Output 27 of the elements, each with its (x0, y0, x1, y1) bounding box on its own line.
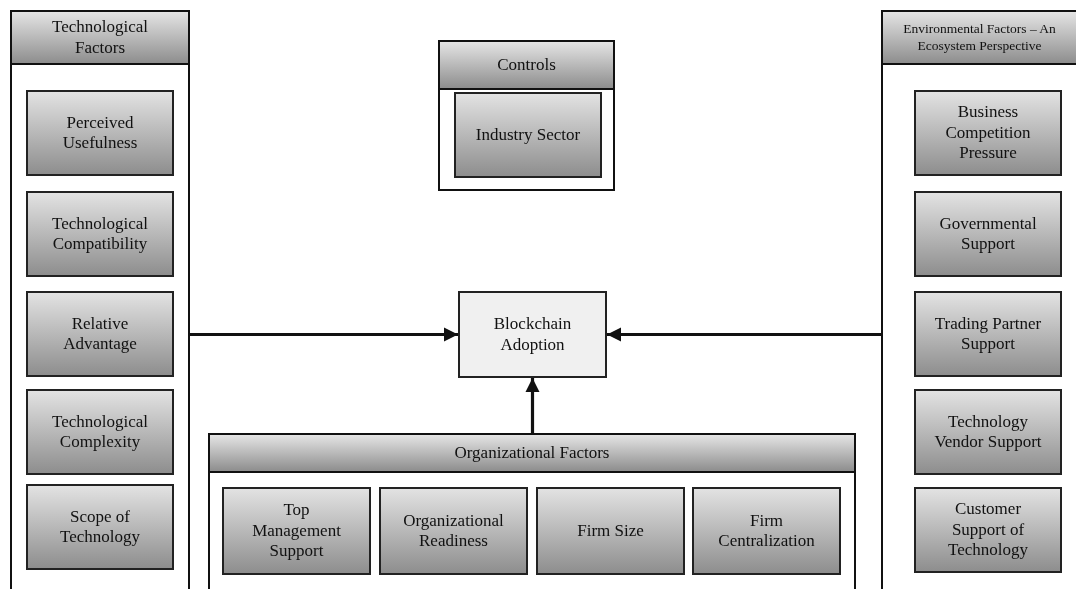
factor-panel (208, 433, 856, 589)
factor-box: Technology Vendor Support (914, 389, 1062, 475)
factor-box: Firm Size (536, 487, 685, 575)
panel-header: Environmental Factors – An Ecosystem Perspective (883, 12, 1076, 65)
factor-box: Scope of Technology (26, 484, 174, 570)
factor-box: Top Management Support (222, 487, 371, 575)
factor-box: Trading Partner Support (914, 291, 1062, 377)
factor-box: Governmental Support (914, 191, 1062, 277)
factor-box: Customer Support of Technology (914, 487, 1062, 573)
panel-header: Controls (440, 42, 613, 90)
factor-box: Relative Advantage (26, 291, 174, 377)
panel-header: Technological Factors (12, 12, 188, 65)
factor-panel (10, 10, 190, 589)
arrow (607, 327, 881, 342)
factor-box: Technological Complexity (26, 389, 174, 475)
factor-box: Organizational Readiness (379, 487, 528, 575)
factor-box: Technological Compatibility (26, 191, 174, 277)
factor-box: Perceived Usefulness (26, 90, 174, 176)
factor-box: Business Competition Pressure (914, 90, 1062, 176)
factor-panel (881, 10, 1076, 589)
outcome-box: Blockchain Adoption (458, 291, 607, 378)
arrow (190, 327, 458, 342)
arrow (525, 378, 540, 433)
factor-box: Firm Centralization (692, 487, 841, 575)
factor-panel (438, 40, 615, 191)
factor-box: Industry Sector (454, 92, 602, 178)
panel-header: Organizational Factors (210, 435, 854, 473)
